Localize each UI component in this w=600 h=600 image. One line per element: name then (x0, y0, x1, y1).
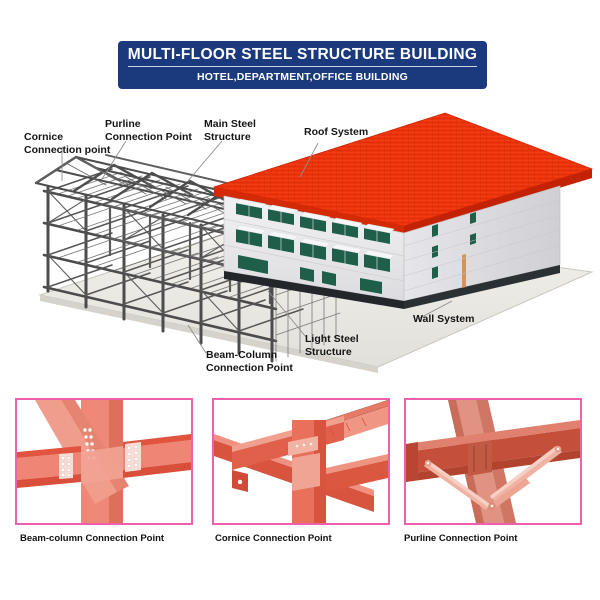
page-title: MULTI-FLOOR STEEL STRUCTURE BUILDING (127, 46, 478, 68)
callout-beam-column-connection-point: Beam-Column Connection Point (206, 349, 293, 374)
header-banner: MULTI-FLOOR STEEL STRUCTURE BUILDING HOT… (118, 41, 487, 89)
page-subtitle: HOTEL,DEPARTMENT,OFFICE BUILDING (197, 71, 408, 84)
detail-panel-purline (404, 398, 582, 525)
window-grid-front (235, 198, 395, 294)
detail-panel-beam-column (15, 398, 193, 525)
panel-caption-beam-column: Beam-column Connection Point (20, 533, 165, 544)
panel-caption-purline: Purline Connection Point (404, 533, 518, 544)
callout-purline-connection-point: Purline Connection Point (105, 118, 192, 143)
detail-panel-cornice (212, 398, 390, 525)
callout-cornice-connection-point: Cornice Connection point (24, 131, 111, 156)
callout-light-steel-structure: Light Steel Structure (305, 333, 359, 358)
callout-main-steel-structure: Main Steel Structure (204, 118, 256, 143)
window-grid-side (432, 212, 476, 279)
callout-roof-system: Roof System (304, 126, 369, 138)
building-illustration (0, 95, 600, 385)
leader-lines (61, 140, 453, 354)
callout-wall-system: Wall System (413, 313, 475, 325)
panel-caption-cornice: Cornice Connection Point (215, 533, 332, 544)
finished-building (212, 112, 594, 309)
